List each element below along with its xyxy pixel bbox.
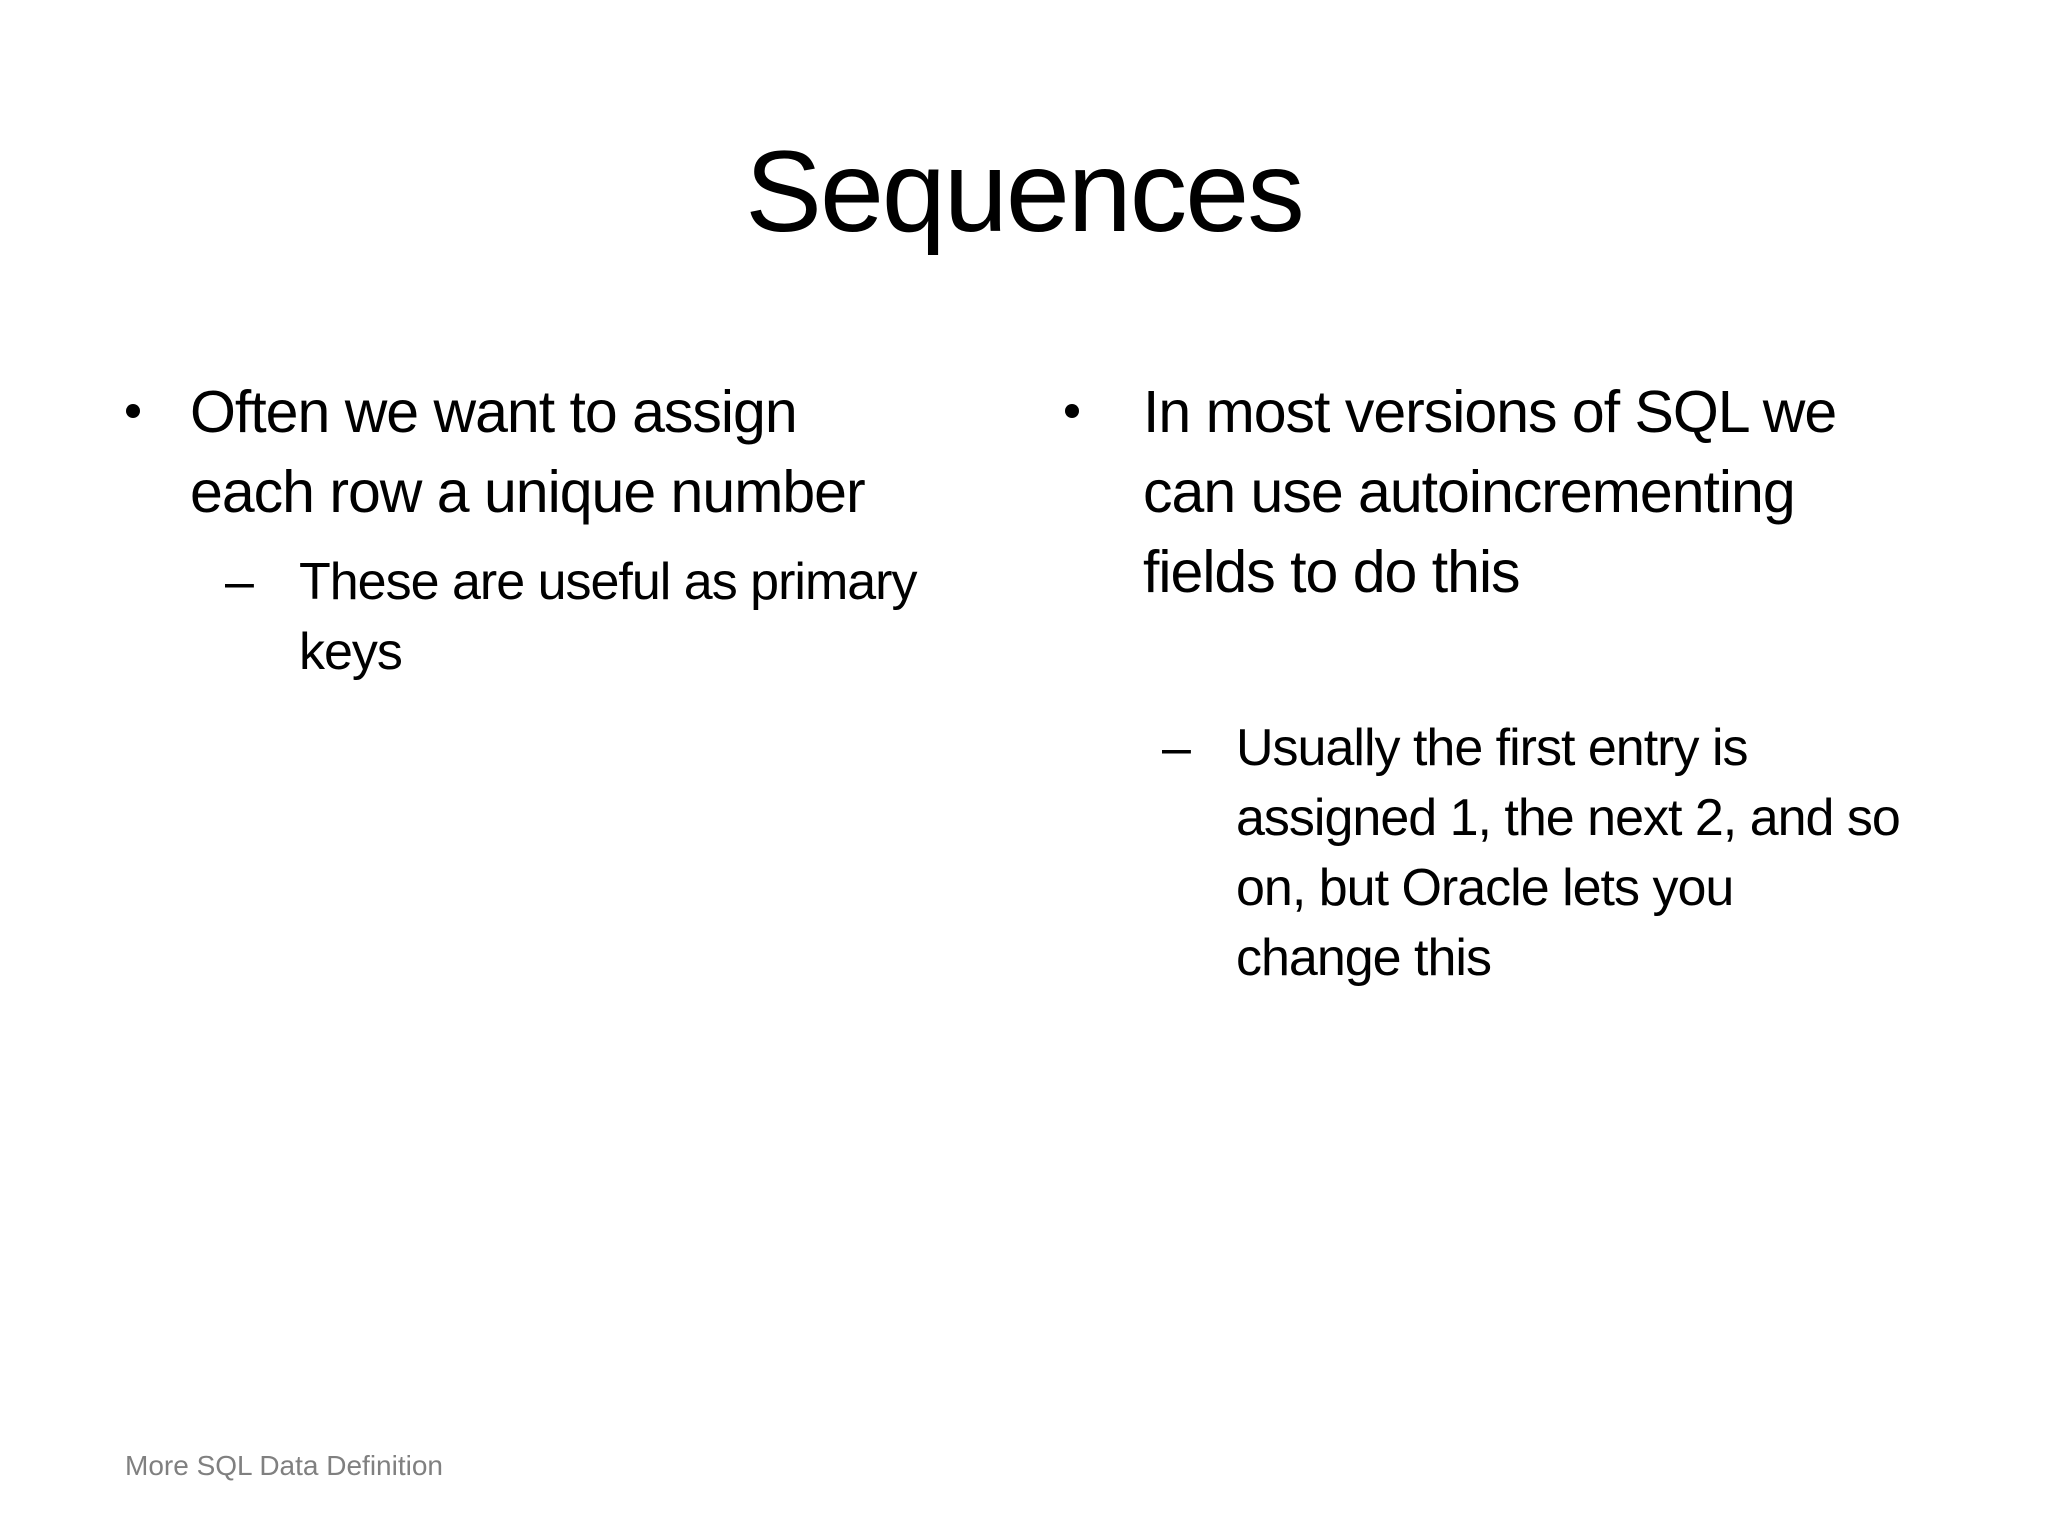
bullet-text: In most versions of SQL we can use autoi… [1143,379,1837,605]
bullet-text: Usually the first entry is assigned 1, t… [1236,719,1901,987]
content-column-right: In most versions of SQL we can use autoi… [1065,372,2005,993]
bullet-dot-icon [1065,404,1079,418]
bullet-text: Often we want to assign each row a uniqu… [190,379,866,525]
content-column-left: Often we want to assign each row a uniqu… [126,372,1026,687]
bullet-marker-cell [126,372,190,418]
list-item: – These are useful as primary keys [225,547,1026,687]
list-item: In most versions of SQL we can use autoi… [1065,372,2005,612]
list-item: – Usually the first entry is assigned 1,… [1162,713,2005,993]
list-item: Often we want to assign each row a uniqu… [126,372,1026,532]
bullet-marker-cell [1065,372,1143,418]
dash-bullet-icon: – [1162,719,1191,777]
page-title: Sequences [745,128,1304,256]
footer-text: More SQL Data Definition [125,1450,443,1481]
dash-bullet-icon: – [225,553,254,611]
bullet-text: These are useful as primary keys [299,553,917,681]
bullet-dot-icon [126,404,140,418]
